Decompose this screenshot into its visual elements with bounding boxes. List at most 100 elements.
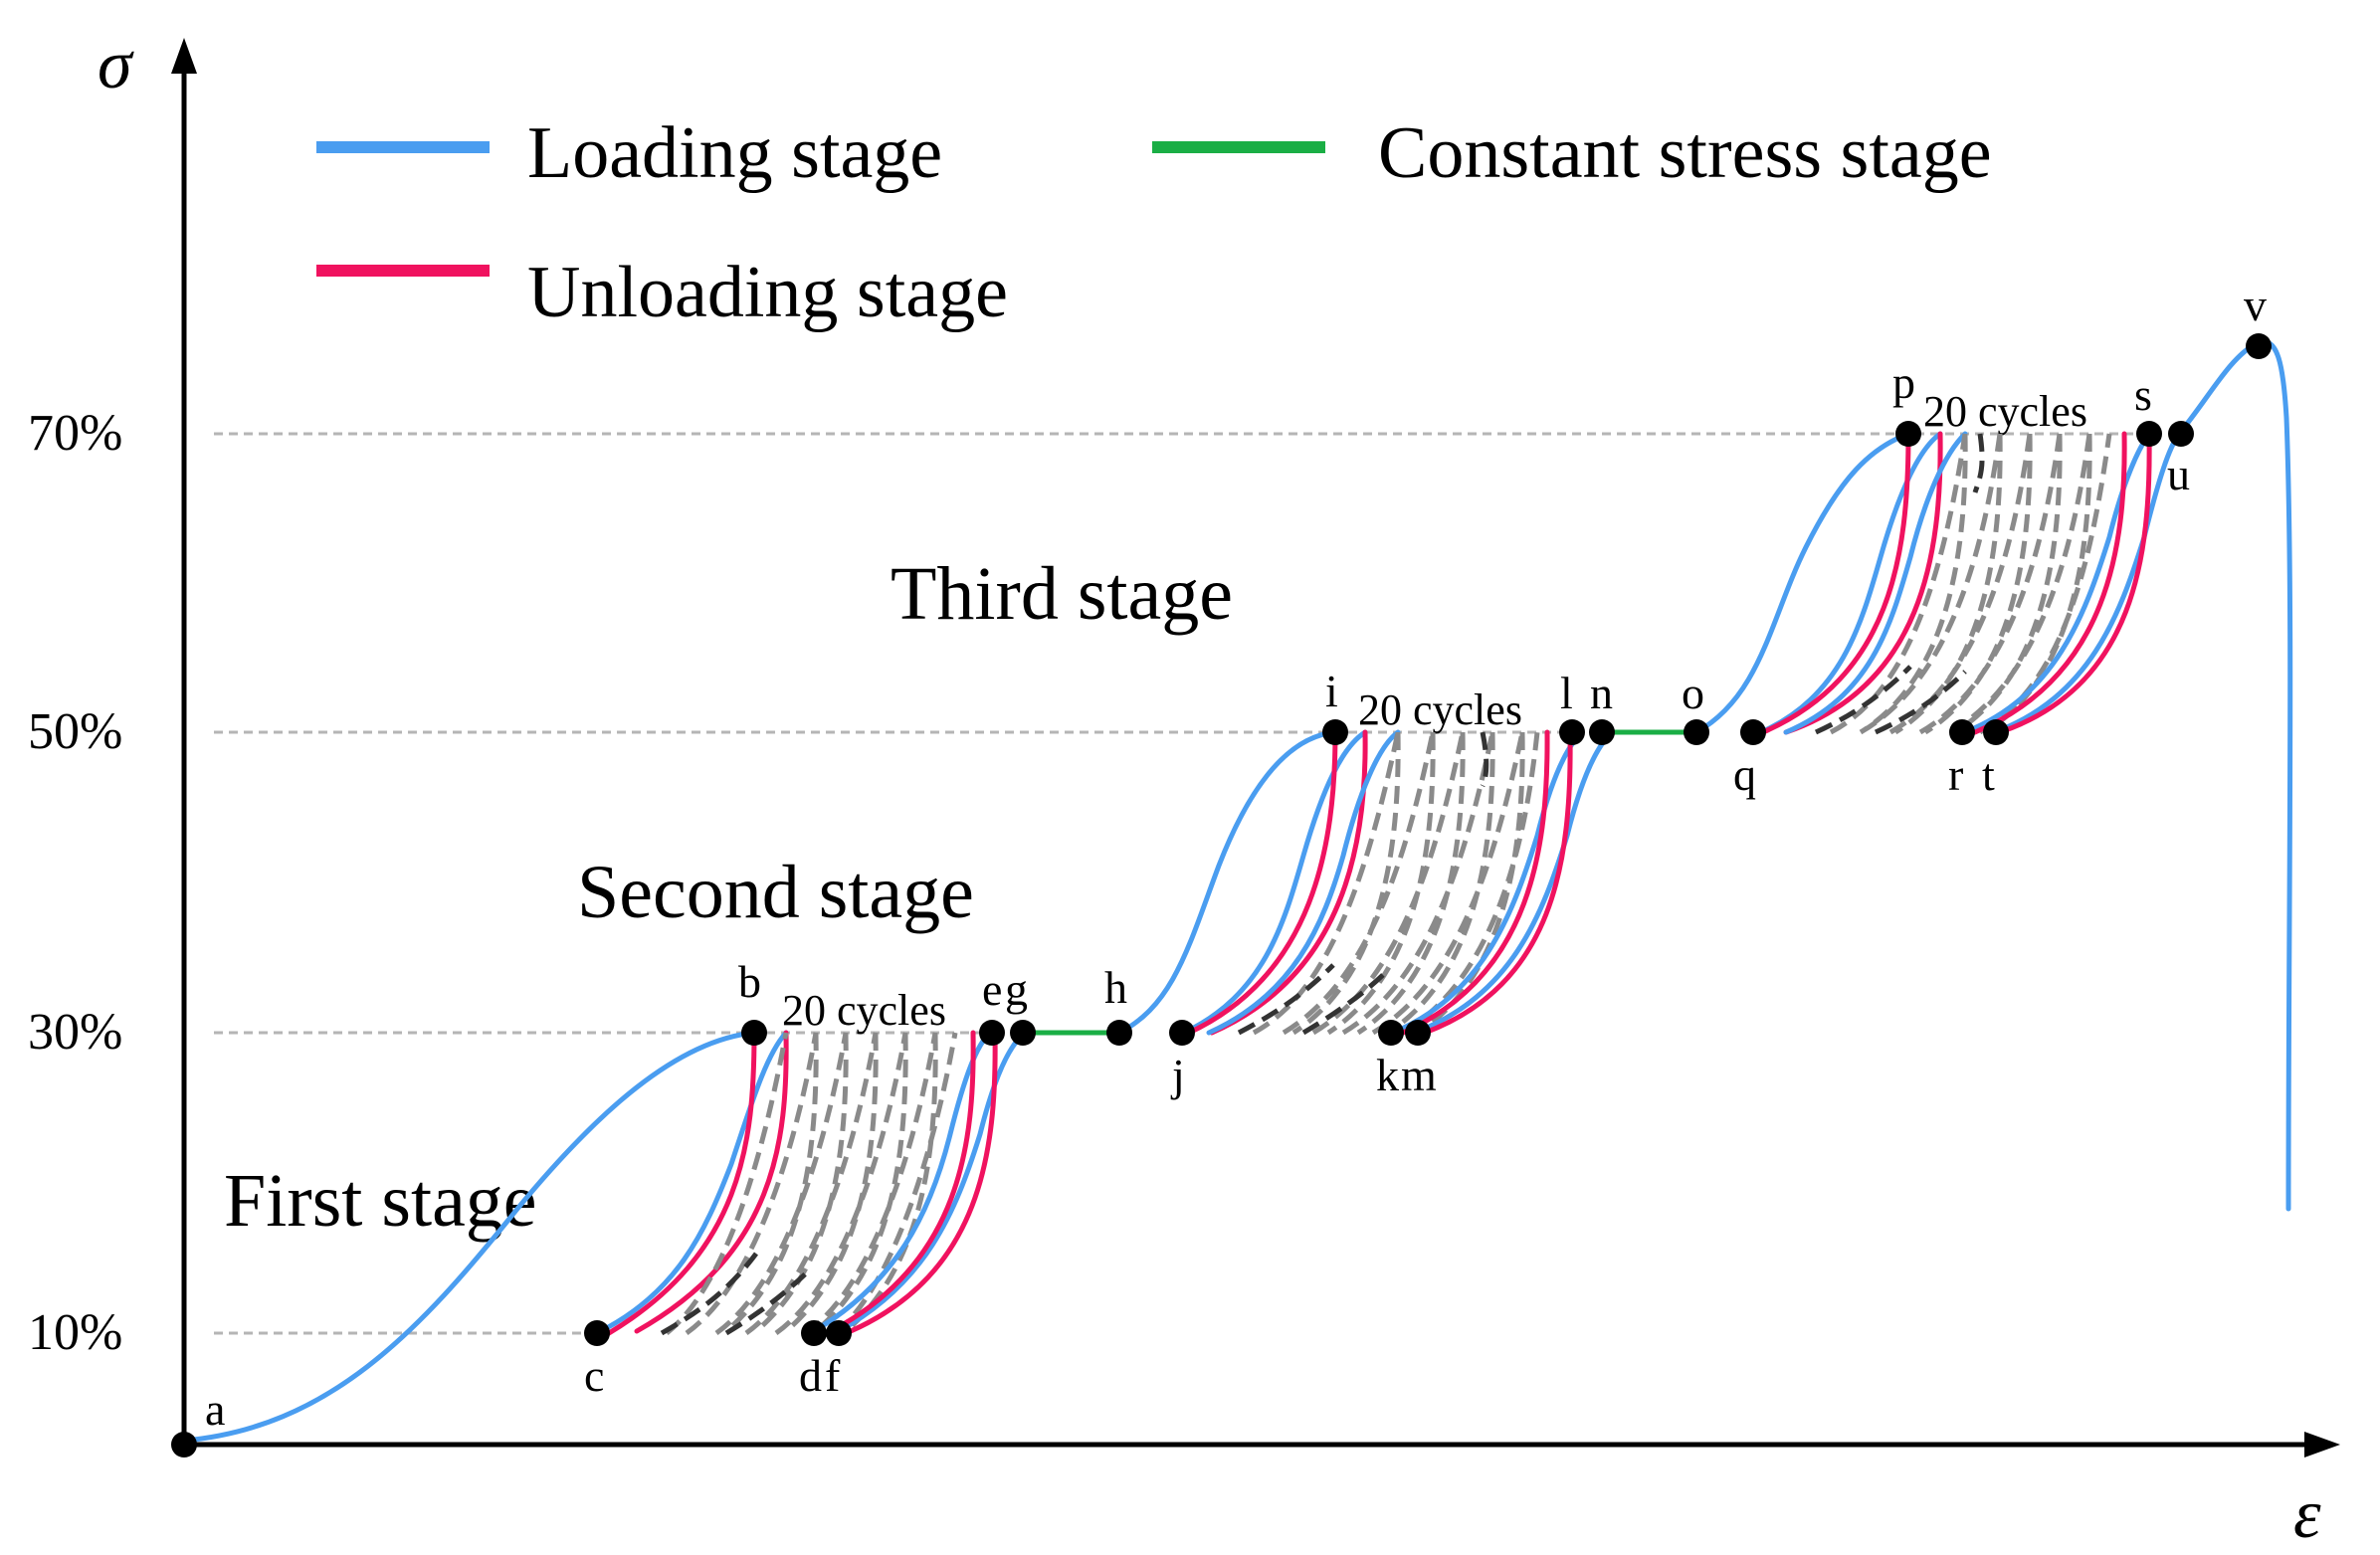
dashed-cycles-dark-stage-1 — [660, 1252, 813, 1336]
label-e: e — [982, 964, 1002, 1015]
label-i: i — [1325, 666, 1338, 716]
stage-1-curves — [181, 1030, 1119, 1444]
stage-2-curves — [1116, 729, 1696, 1036]
point-e — [979, 1020, 1005, 1046]
unloading-curve-l-k — [1400, 729, 1550, 1036]
point-labels: a b c d f e g h j k m i l n o q r t p s … — [205, 280, 2267, 1435]
dashed-cycles-dark-stage-2 — [1237, 731, 1489, 1036]
label-a: a — [205, 1384, 225, 1435]
loading-curve-r-s — [1962, 431, 2152, 735]
point-l — [1559, 719, 1585, 745]
unloading-curve-i-j — [1186, 729, 1338, 1036]
point-t — [1983, 719, 2009, 745]
loading-curve-j-i2 — [1181, 729, 1368, 1036]
point-g — [1010, 1020, 1036, 1046]
point-b — [741, 1020, 767, 1046]
point-u — [2168, 421, 2194, 447]
label-u: u — [2167, 449, 2190, 499]
dashed-cycles-stage-2 — [1252, 731, 1540, 1036]
stage-third-label: Third stage — [891, 552, 1233, 636]
unloading-curve-i2-j2 — [1209, 729, 1368, 1036]
label-k: k — [1376, 1050, 1399, 1100]
label-o: o — [1682, 668, 1704, 718]
y-axis-arrow — [171, 38, 197, 74]
legend: Loading stage Constant stress stage Unlo… — [316, 112, 1992, 333]
loading-curve-f-g — [836, 1030, 1028, 1334]
loading-curve-c-b2 — [594, 1030, 789, 1336]
point-k — [1378, 1020, 1404, 1046]
stage-3-curves — [1693, 338, 2293, 1212]
label-r: r — [1948, 749, 1963, 800]
unloading-curve-b2-c2 — [634, 1030, 789, 1334]
label-d: d — [799, 1350, 822, 1401]
point-q — [1740, 719, 1766, 745]
loading-curve-h-i — [1116, 729, 1338, 1036]
label-l: l — [1560, 668, 1573, 718]
label-p: p — [1892, 357, 1915, 408]
loading-curve-o-p — [1693, 431, 1911, 735]
dashed-cycles-dark-stage-3 — [1814, 433, 1985, 735]
loading-curve-m-n — [1412, 729, 1615, 1036]
y-tick-30: 30% — [28, 1004, 122, 1061]
unloading-curve-s-r — [1972, 431, 2127, 735]
point-o — [1684, 719, 1709, 745]
point-p — [1895, 421, 1921, 447]
point-h — [1106, 1020, 1132, 1046]
label-b: b — [738, 956, 761, 1007]
unloading-curve-e-d — [828, 1030, 976, 1334]
unloading-curve-l2-m — [1422, 729, 1573, 1036]
axes: σ ε — [98, 27, 2340, 1553]
point-f — [826, 1320, 852, 1346]
point-j — [1169, 1020, 1195, 1046]
dashed-cycles-stage-3 — [1829, 433, 2112, 735]
stage-first-label: First stage — [224, 1159, 537, 1243]
unloading-curve-p-q — [1760, 431, 1911, 735]
label-j: j — [1170, 1050, 1185, 1100]
x-axis-label: ε — [2293, 1476, 2321, 1553]
loading-curve-q-p2 — [1758, 431, 1943, 735]
y-tick-10: 10% — [28, 1304, 122, 1361]
cycles-label-2: 20 cycles — [1358, 685, 1522, 734]
unloading-curve-b-c — [606, 1030, 757, 1336]
point-m — [1405, 1020, 1431, 1046]
label-c: c — [584, 1350, 604, 1401]
label-g: g — [1005, 964, 1028, 1015]
legend-constant-label: Constant stress stage — [1378, 112, 1992, 194]
point-i — [1322, 719, 1348, 745]
point-c — [584, 1320, 610, 1346]
cycles-label-3: 20 cycles — [1923, 387, 2087, 436]
cycles-label-1: 20 cycles — [782, 986, 946, 1035]
loading-curve-u-v-failure — [2176, 338, 2293, 1212]
y-tick-labels: 10% 30% 50% 70% — [28, 405, 122, 1361]
dashed-cycles-stage-1 — [665, 1032, 958, 1336]
legend-unloading-label: Unloading stage — [527, 252, 1008, 333]
label-s: s — [2134, 369, 2152, 420]
point-a — [171, 1432, 197, 1458]
x-axis-arrow — [2304, 1432, 2340, 1458]
unloading-curve-p2-q2 — [1783, 431, 1943, 735]
y-tick-50: 50% — [28, 703, 122, 760]
label-f: f — [825, 1350, 841, 1401]
y-tick-70: 70% — [28, 405, 122, 462]
label-h: h — [1104, 962, 1127, 1013]
stage-second-label: Second stage — [577, 851, 974, 934]
loading-curve-a-b — [181, 1030, 757, 1444]
point-r — [1949, 719, 1975, 745]
label-v: v — [2244, 280, 2267, 330]
unloading-curve-e2-f — [848, 1030, 998, 1334]
loading-curve-k-l — [1390, 729, 1585, 1036]
label-n: n — [1590, 668, 1613, 718]
point-d — [801, 1320, 827, 1346]
key-points — [171, 333, 2272, 1458]
loading-curve-t-u — [1992, 431, 2182, 735]
point-s — [2136, 421, 2162, 447]
label-q: q — [1733, 749, 1756, 800]
y-axis-label: σ — [98, 27, 134, 103]
point-v — [2246, 333, 2272, 359]
unloading-curve-s2-t — [1997, 431, 2152, 735]
legend-loading-label: Loading stage — [527, 112, 942, 194]
loading-curve-j3 — [1206, 729, 1401, 1036]
label-m: m — [1401, 1050, 1437, 1100]
loading-curve-q3 — [1783, 431, 1968, 735]
